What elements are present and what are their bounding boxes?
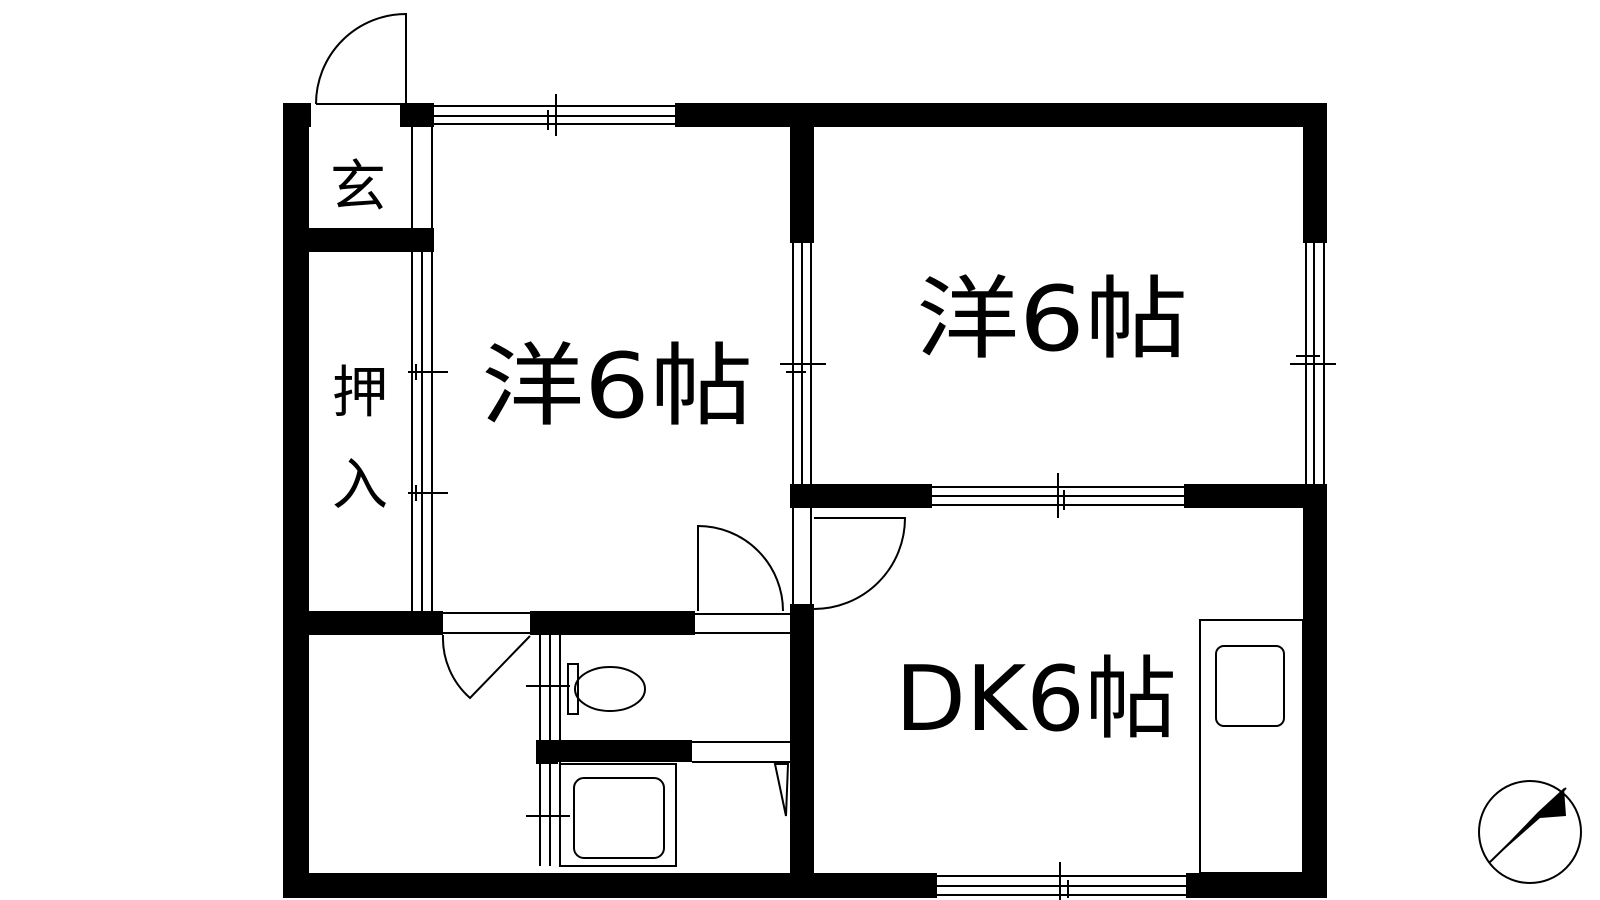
wall-genkan-bottom <box>309 228 434 252</box>
compass-icon <box>1478 780 1582 884</box>
outer-wall-top-post <box>400 103 434 127</box>
wall-room-divider-top <box>790 127 814 243</box>
bath-door-swing <box>773 763 790 817</box>
kitchen-sink-icon <box>1199 619 1304 874</box>
fixtures <box>559 619 1304 874</box>
toilet-icon <box>567 663 646 715</box>
outer-wall-right-bottom <box>1303 484 1327 898</box>
wall-room-divider-bottom <box>790 604 814 898</box>
entrance-door-swing <box>315 12 407 105</box>
walls <box>283 103 1327 898</box>
wall-dk-top-left <box>790 484 932 508</box>
door-swings <box>315 12 907 817</box>
outer-wall-right-top <box>1303 103 1327 243</box>
closet-label-line1: 押 <box>332 361 388 426</box>
bathtub-icon <box>559 763 677 867</box>
genkan-label: 玄 <box>330 155 386 220</box>
wall-toilet-bottom <box>536 740 692 762</box>
outer-wall-top-right <box>675 103 1327 127</box>
wall-dk-top-right <box>1184 484 1327 508</box>
closet-label-line2: 入 <box>332 453 388 518</box>
wall-bath-top <box>530 611 695 635</box>
room1-door-swing <box>697 524 784 612</box>
washroom-door-swing <box>441 634 531 700</box>
outer-wall-left <box>283 103 309 898</box>
wall-closet-bottom <box>309 611 443 635</box>
dk-door-swing <box>813 517 907 610</box>
western-room-2-label: 洋6帖 <box>916 267 1188 372</box>
outer-wall-bottom-left <box>283 873 935 898</box>
wall-bath-left <box>536 740 558 764</box>
dining-kitchen-label: DK6帖 <box>895 647 1177 752</box>
western-room-1-label: 洋6帖 <box>481 334 753 439</box>
